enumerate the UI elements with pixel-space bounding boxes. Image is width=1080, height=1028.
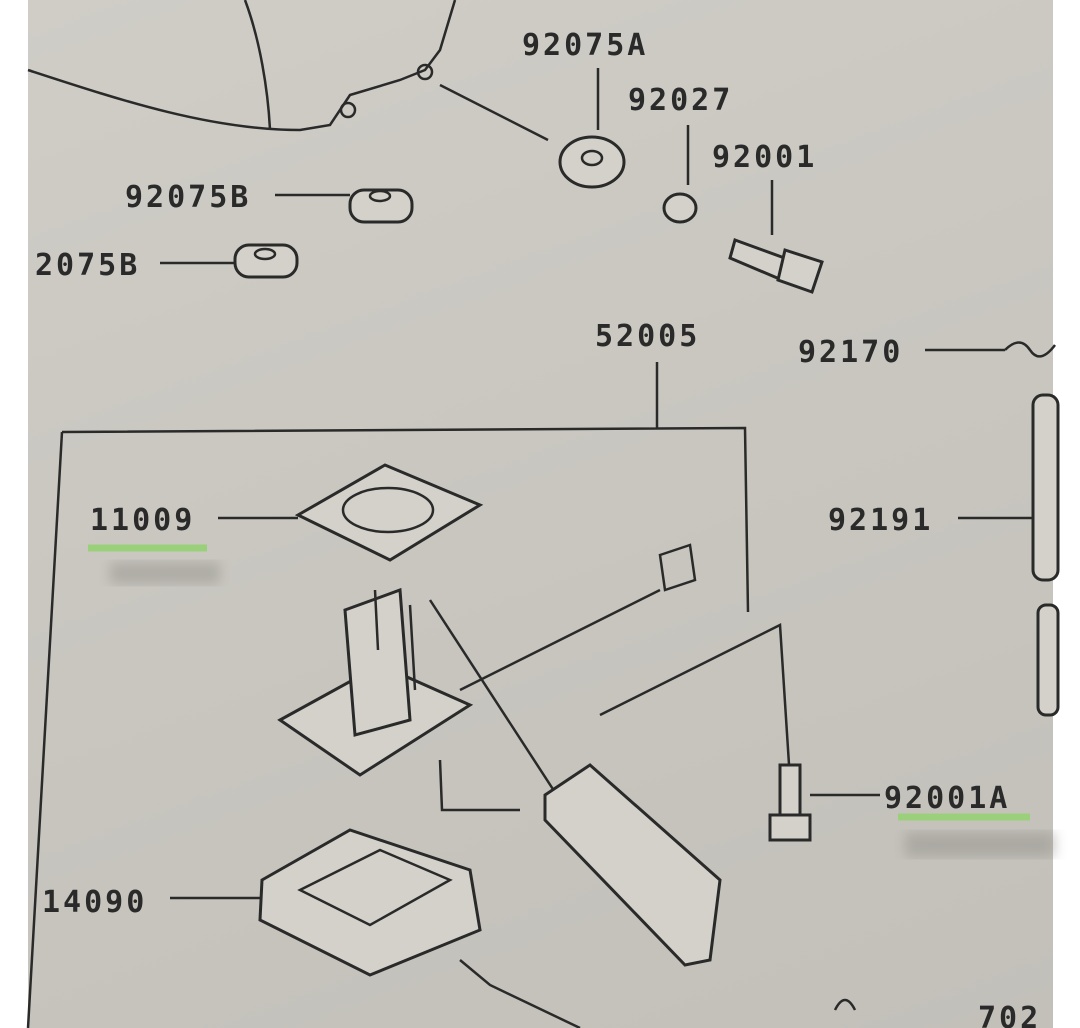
label-14090: 14090 [42,885,147,920]
label-92001: 92001 [712,140,817,175]
label-11009: 11009 [90,503,195,538]
grommet-92075A [558,135,626,189]
parts-diagram-photo [28,0,1053,1028]
blurred-text [110,562,220,584]
fuel-pump-unit [277,543,792,967]
bolt-92001A [768,763,812,842]
grommet-92075B-1 [348,188,414,224]
label-92075B-partial: 2075B [35,248,140,283]
gasket-11009 [294,463,484,562]
assembly-frame-52005 [26,362,750,1028]
clamp-92170 [1004,341,1056,358]
collar-92027 [662,192,698,224]
tank-cover-part [27,0,457,132]
bolt-92001 [728,238,824,294]
filter-14090 [258,828,581,1028]
blurred-text [905,832,1055,857]
label-92170: 92170 [798,335,903,370]
label-92191: 92191 [828,503,933,538]
grommet-92075B-2 [233,243,299,279]
label-702-partial: 702 [978,1001,1041,1028]
label-92075B: 92075B [125,180,251,215]
label-92027: 92027 [628,83,733,118]
label-52005: 52005 [595,319,700,354]
label-92001A: 92001A [884,781,1010,816]
label-92075A: 92075A [522,28,648,63]
hose-92191 [1031,393,1060,717]
clip-part [833,998,857,1011]
